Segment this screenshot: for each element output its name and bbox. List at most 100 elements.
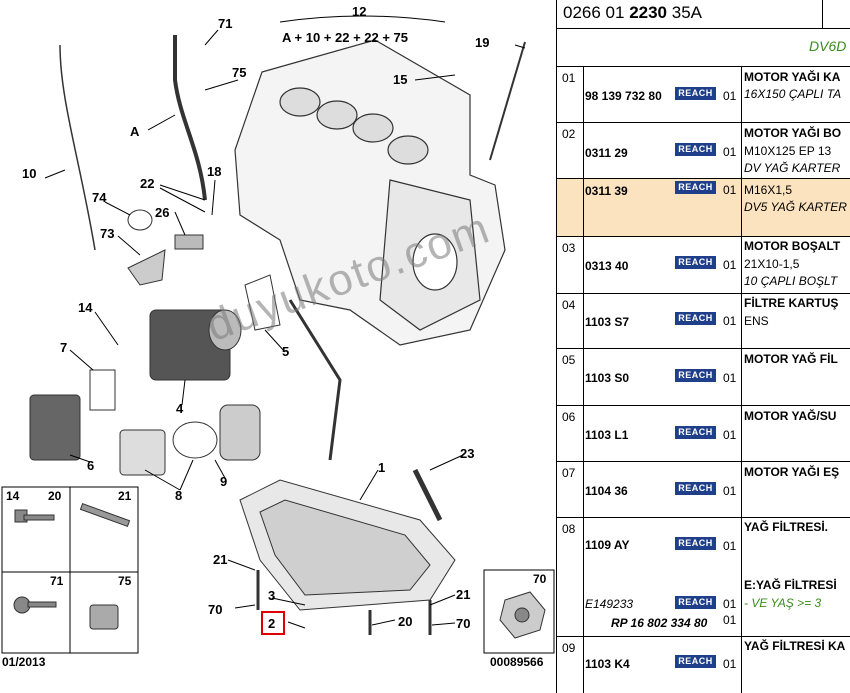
quantity-alt: 01 — [723, 597, 737, 611]
callout-73: 73 — [100, 226, 114, 241]
oil-pan — [239, 479, 456, 611]
row-index: 08 — [562, 522, 576, 536]
engine-block — [234, 39, 506, 346]
part-row[interactable]: 02 0311 29 REACH 01 MOTOR YAĞI BO M10X12… — [557, 123, 850, 179]
part-number[interactable]: 0313 40 — [585, 259, 629, 273]
inset-label-14: 14 — [6, 489, 20, 503]
sensor — [174, 234, 204, 250]
leader-lines — [44, 15, 526, 629]
part-row[interactable]: 04 1103 S7 REACH 01 FİLTRE KARTUŞ ENS — [557, 294, 850, 349]
callout-14: 14 — [78, 300, 93, 315]
level-sensor — [412, 468, 443, 522]
part-number[interactable]: 0311 29 — [585, 146, 628, 160]
part-number[interactable]: 1103 L1 — [585, 428, 629, 442]
part-number[interactable]: 0311 39 — [585, 184, 628, 198]
callout-12-formula: A + 10 + 22 + 22 + 75 — [282, 30, 408, 45]
quantity-rp: 01 — [723, 613, 737, 627]
part-number[interactable]: 1103 K4 — [585, 657, 630, 671]
reach-badge: REACH — [675, 312, 716, 325]
panel-header: 0266 01 2230 35A — [557, 0, 850, 29]
row-index: 03 — [562, 241, 576, 255]
row-index: 02 — [562, 127, 576, 141]
inset-label-71: 71 — [50, 574, 64, 588]
quantity: 01 — [723, 539, 737, 553]
quantity: 01 — [723, 145, 737, 159]
drawing-code: 00089566 — [490, 655, 544, 669]
part-spec: M10X125 EP 13 — [744, 144, 832, 158]
part-row[interactable]: 01 98 139 732 80 REACH 01 MOTOR YAĞI KA … — [557, 67, 850, 123]
part-note: DV YAĞ KARTER — [744, 161, 841, 175]
part-row[interactable]: 07 1104 36 REACH 01 MOTOR YAĞI EŞ — [557, 462, 850, 518]
part-row[interactable]: 09 1103 K4 REACH 01 YAĞ FİLTRESİ KA — [557, 637, 850, 693]
quantity: 01 — [723, 371, 737, 385]
callout-21-left: 21 — [213, 552, 227, 567]
quantity: 01 — [723, 89, 737, 103]
inset-clip-75 — [89, 604, 119, 630]
part-spec: 16X150 ÇAPLI TA — [744, 87, 842, 101]
part-row-selected[interactable]: 0311 39 REACH 01 M16X1,5 DV5 YAĞ KARTER — [557, 179, 850, 237]
row-index: 09 — [562, 641, 576, 655]
part-spec: 21X10-1,5 — [744, 257, 800, 271]
nut-70 — [499, 591, 546, 639]
callout-15: 15 — [393, 72, 407, 87]
inset-bolt-71 — [13, 596, 57, 614]
part-row[interactable]: 06 1103 L1 REACH 01 MOTOR YAĞ/SU — [557, 406, 850, 462]
part-number[interactable]: 1103 S0 — [585, 371, 630, 385]
part-number[interactable]: 98 139 732 80 — [585, 89, 662, 103]
row-index: 05 — [562, 353, 576, 367]
part-description: YAĞ FİLTRESİ. — [744, 520, 829, 534]
part-number-alt[interactable]: E149233 — [585, 597, 634, 611]
part-row[interactable]: 03 0313 40 REACH 01 MOTOR BOŞALT 21X10-1… — [557, 237, 850, 294]
callout-2-highlight[interactable] — [261, 611, 285, 635]
oil-pickup — [288, 299, 342, 461]
part-number[interactable]: 1103 S7 — [585, 315, 630, 329]
quantity: 01 — [723, 258, 737, 272]
part-note: DV5 YAĞ KARTER — [744, 200, 847, 214]
reach-badge: REACH — [675, 369, 716, 382]
inset-label-20: 20 — [48, 489, 62, 503]
part-number-rp[interactable]: RP 16 802 334 80 — [611, 616, 708, 630]
callout-1: 1 — [378, 460, 385, 475]
part-description: MOTOR YAĞ FİL — [744, 352, 838, 366]
part-description: MOTOR YAĞI BO — [744, 126, 842, 140]
callout-23: 23 — [460, 446, 474, 461]
part-description: MOTOR BOŞALT — [744, 239, 841, 253]
gasket-5 — [244, 274, 281, 331]
inset-bolt-14 — [14, 509, 55, 523]
filter-cap — [219, 404, 261, 461]
oil-filter-housing — [149, 309, 242, 381]
oil-filter — [119, 429, 166, 476]
date-code: 01/2013 — [2, 655, 46, 669]
quantity: 01 — [723, 484, 737, 498]
row-index: 01 — [562, 71, 576, 85]
part-description: MOTOR YAĞ/SU — [744, 409, 837, 423]
callout-A: A — [130, 124, 140, 139]
callout-22: 22 — [140, 176, 154, 191]
reach-badge: REACH — [675, 87, 716, 100]
reach-badge: REACH — [675, 181, 716, 194]
reach-badge: REACH — [675, 256, 716, 269]
part-row[interactable]: 08 1109 AY REACH 01 YAĞ FİLTRESİ. E:YAĞ … — [557, 518, 850, 637]
callout-12: 12 — [352, 4, 366, 19]
callout-18: 18 — [207, 164, 221, 179]
inset-label-75: 75 — [118, 574, 132, 588]
part-number[interactable]: 1104 36 — [585, 484, 628, 498]
part-description: YAĞ FİLTRESİ KA — [744, 639, 846, 653]
reach-badge: REACH — [675, 537, 716, 550]
reach-badge: REACH — [675, 655, 716, 668]
filter-gasket — [172, 421, 218, 459]
part-spec: ENS — [744, 314, 769, 328]
callout-2[interactable]: 2 — [268, 616, 275, 631]
part-description: FİLTRE KARTUŞ — [744, 296, 839, 310]
quantity: 01 — [723, 657, 737, 671]
dipstick — [59, 44, 96, 251]
nut-inset-label: 70 — [533, 572, 547, 586]
part-number[interactable]: 1109 AY — [585, 538, 630, 552]
reach-badge: REACH — [675, 596, 716, 609]
inset-stud-21 — [79, 502, 131, 528]
callout-75: 75 — [232, 65, 246, 80]
callout-9: 9 — [220, 474, 227, 489]
exploded-parts-diagram: 71 12 A + 10 + 22 + 22 + 75 1 9 75 15 A 1… — [1, 4, 555, 669]
callout-26: 26 — [155, 205, 169, 220]
part-row[interactable]: 05 1103 S0 REACH 01 MOTOR YAĞ FİL — [557, 349, 850, 406]
